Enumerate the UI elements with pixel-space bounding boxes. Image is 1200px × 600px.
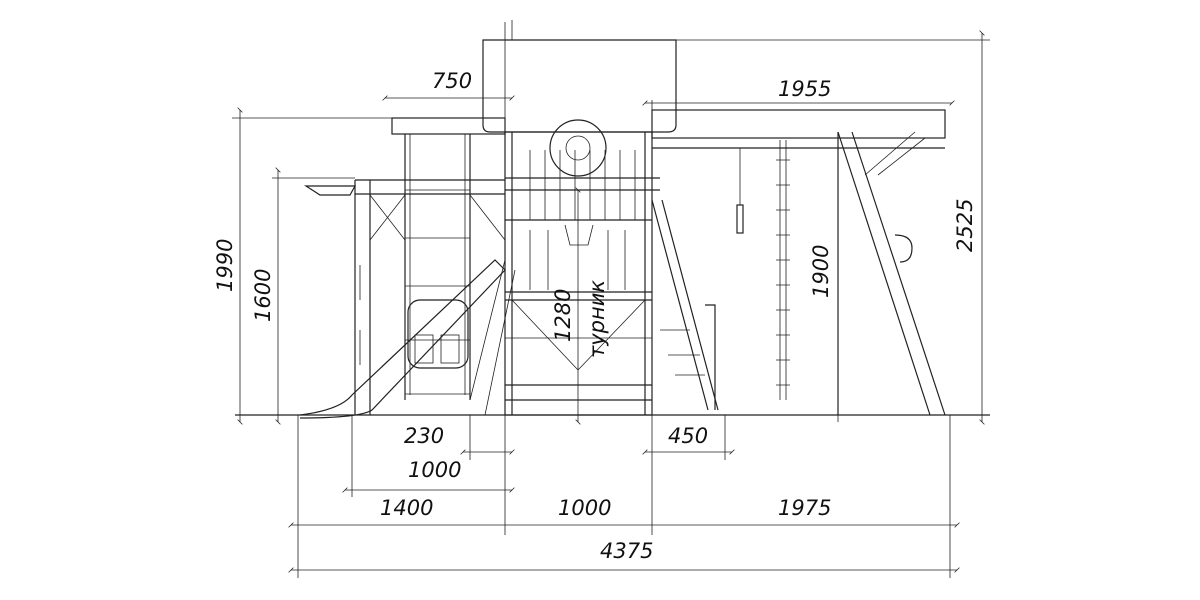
swing-beam — [651, 109, 946, 416]
dim-total-length: 4375 — [600, 539, 653, 563]
dim-slide-base: 1000 — [408, 458, 461, 482]
roof — [482, 20, 677, 133]
middle-structure — [504, 119, 660, 416]
stairs — [651, 199, 719, 411]
dim-platform-height: 1990 — [213, 239, 237, 292]
dim-middle-section: 1000 — [558, 496, 611, 520]
dim-total-height: 2525 — [953, 199, 977, 252]
swing-seat — [407, 299, 469, 369]
bar-label: турник — [585, 280, 609, 358]
left-tower — [303, 117, 506, 415]
dimension-lines — [232, 30, 990, 578]
dim-bar-height: 1280 — [551, 289, 575, 342]
dim-right-section: 1975 — [778, 496, 831, 520]
dim-beam-length: 1955 — [778, 77, 831, 101]
dim-ladder-offset: 230 — [404, 424, 444, 448]
dim-ladder-base: 450 — [668, 424, 708, 448]
dim-swing-height: 1900 — [809, 245, 833, 298]
dim-left-section: 1400 — [380, 496, 433, 520]
dim-roof-width: 750 — [432, 69, 472, 93]
dim-slide-height: 1600 — [251, 269, 275, 322]
